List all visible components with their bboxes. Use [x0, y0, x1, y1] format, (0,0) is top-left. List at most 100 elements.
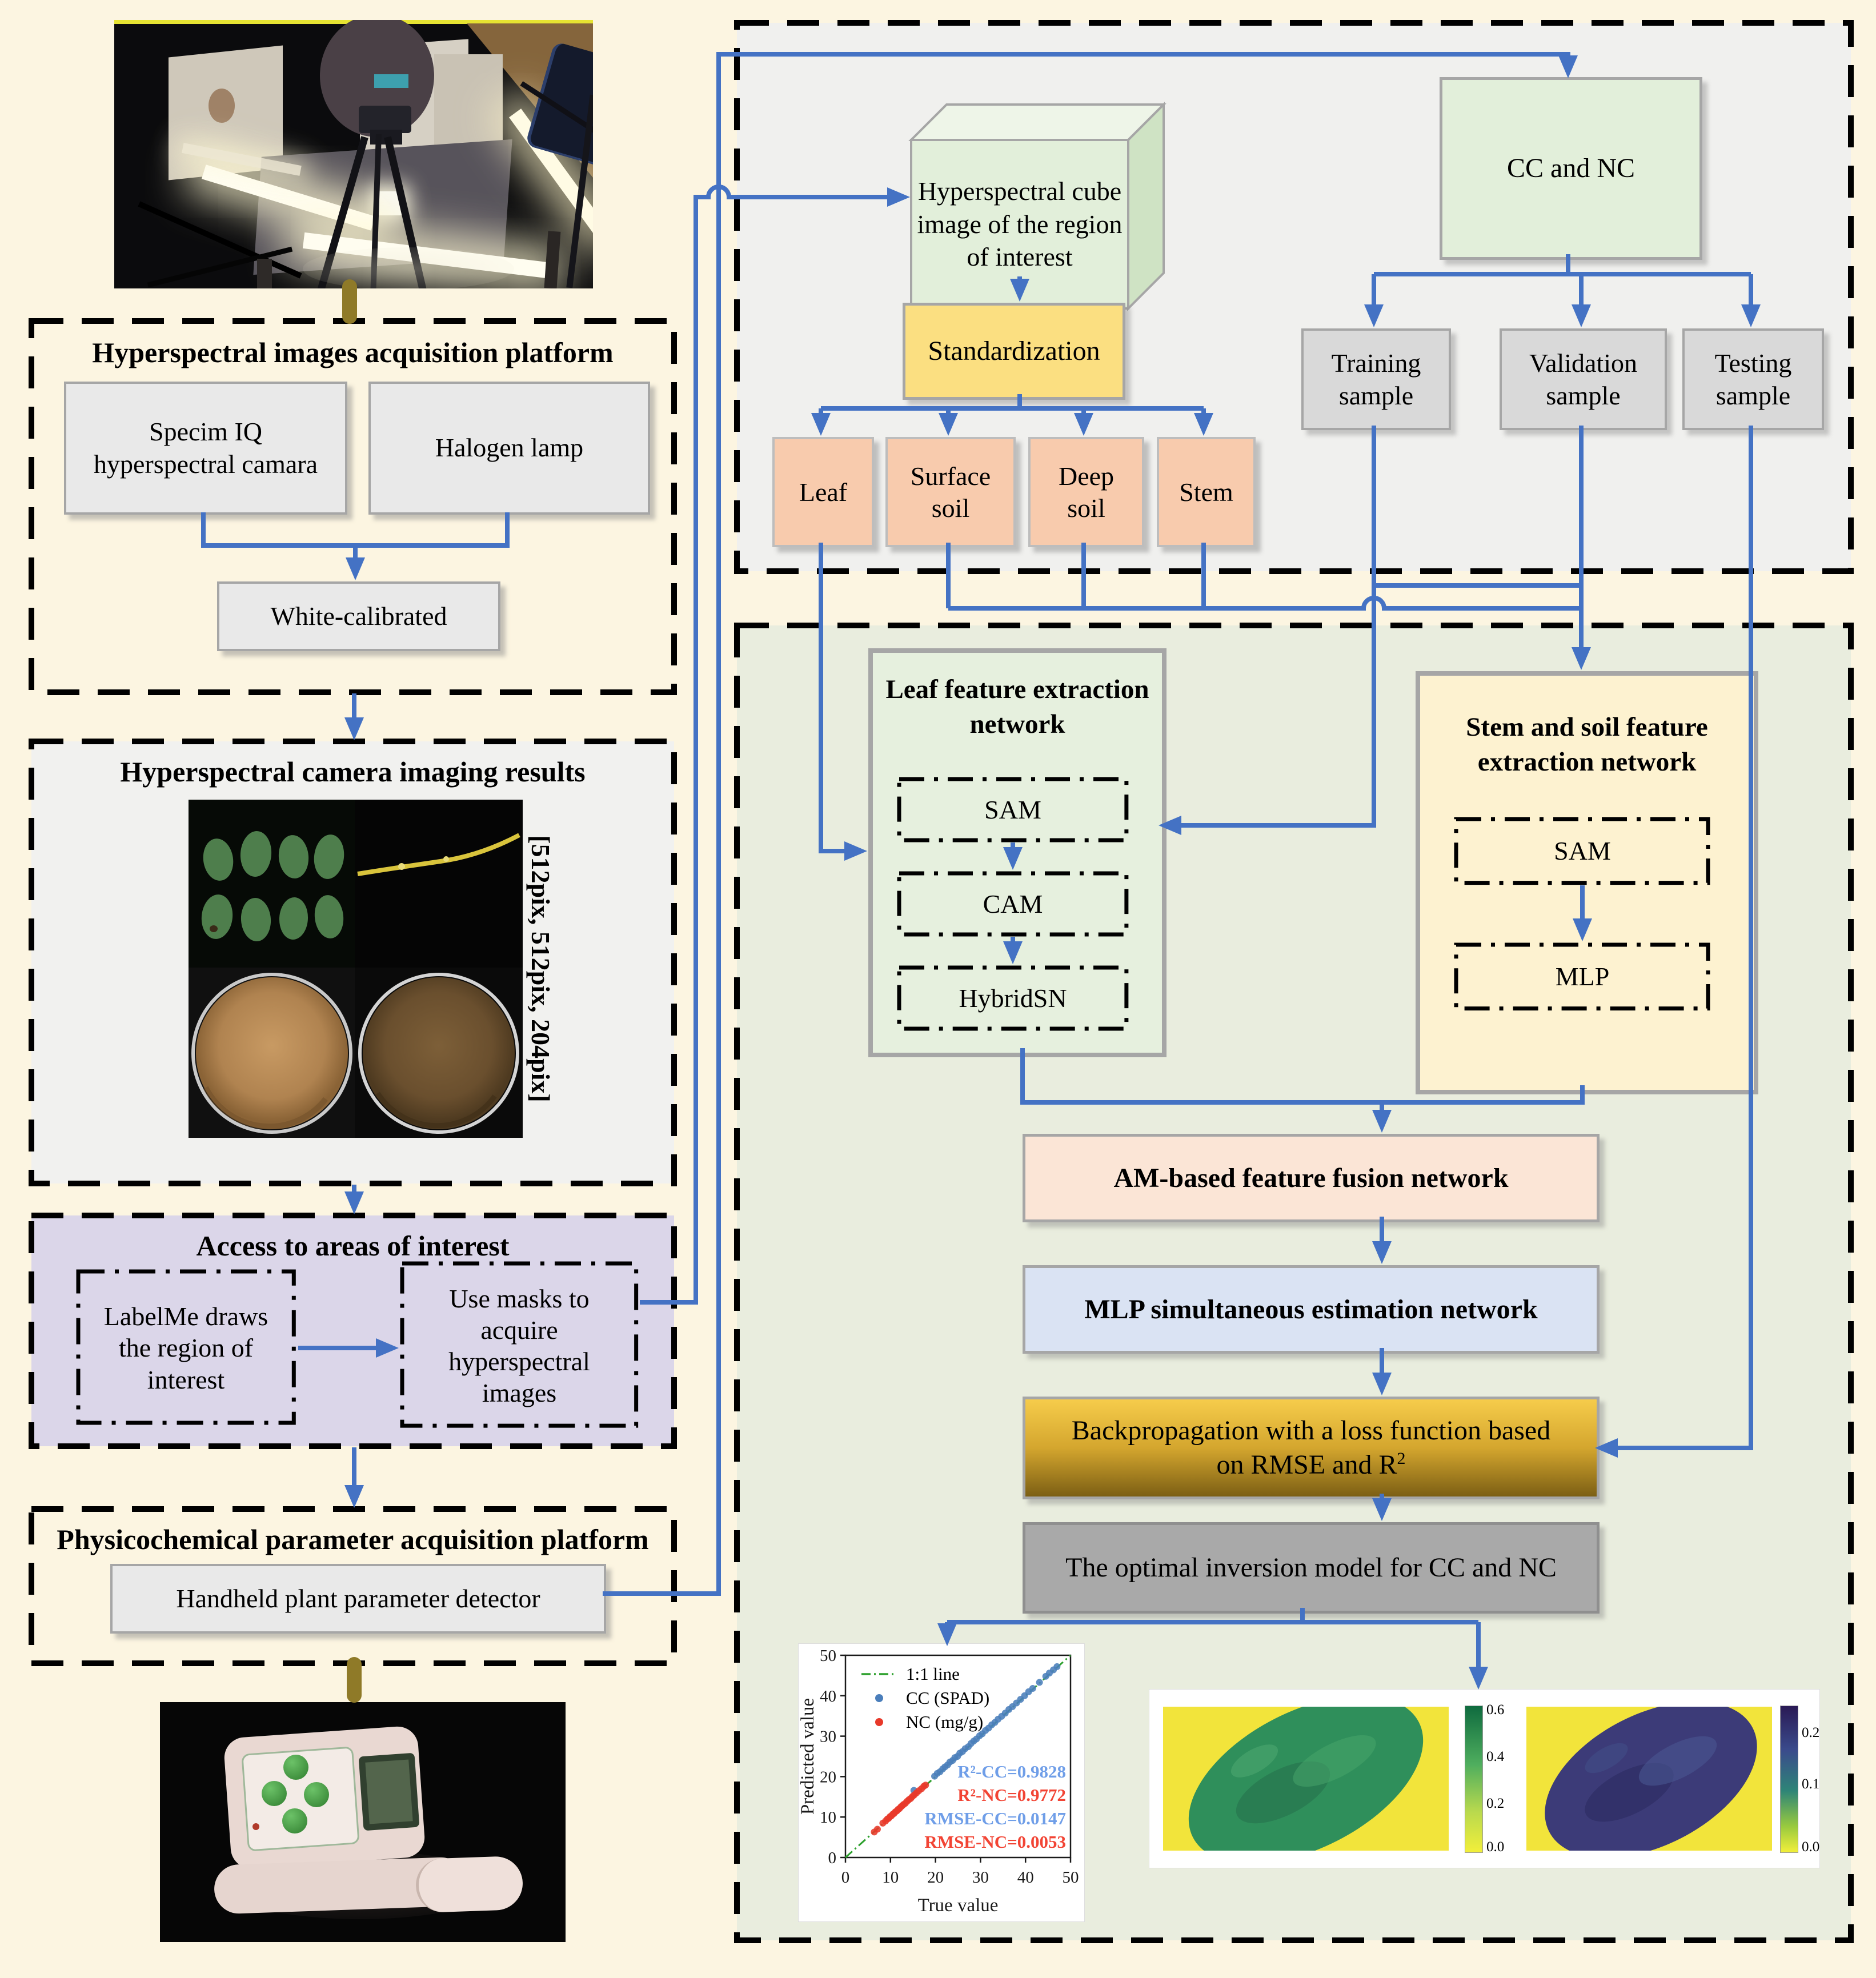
floor-light-patch: [303, 247, 514, 288]
validation-sample-label: Validation sample: [1529, 348, 1638, 411]
class-stem-label: Stem: [1179, 477, 1233, 507]
legend-line-label: 1:1 line: [906, 1664, 960, 1684]
svg-text:40: 40: [1017, 1868, 1034, 1887]
svg-text:0: 0: [828, 1849, 837, 1867]
legend-nc-dot-glyph: [875, 1718, 883, 1726]
optimal-model-box: The optimal inversion model for CC and N…: [1023, 1522, 1600, 1614]
stat-r2-cc: R²-CC=0.9828: [957, 1762, 1066, 1782]
stat-r2-nc: R²-NC=0.9772: [957, 1785, 1066, 1806]
wire-platform-merge: [201, 512, 510, 548]
svg-text:50: 50: [820, 1647, 836, 1665]
standardization-box: Standardization: [903, 303, 1125, 400]
svg-text:Predicted value: Predicted value: [799, 1698, 818, 1815]
legend-dashdot-glyph: [861, 1673, 897, 1675]
backprop-label: Backpropagation with a loss function bas…: [1072, 1414, 1550, 1482]
imaging-section-title: Hyperspectral camera imaging results: [120, 756, 586, 788]
svg-text:30: 30: [972, 1868, 989, 1887]
image-dimensions-label: [512pix, 512pix, 204pix]: [526, 835, 555, 1102]
cyan-strip: [374, 74, 408, 88]
specim-camera-box: Specim IQ hyperspectral camara: [64, 382, 347, 515]
nc-colorbar-tick-02: 0.2: [1802, 1725, 1820, 1740]
stem-net-mlp-label: MLP: [1555, 962, 1610, 992]
hyperspectral-camera-body: [359, 106, 411, 133]
validation-sample-box: Validation sample: [1500, 328, 1667, 430]
board-spot: [209, 89, 235, 123]
svg-text:20: 20: [927, 1868, 944, 1887]
scatter-legend: 1:1 line CC (SPAD) NC (mg/g): [861, 1662, 989, 1734]
cc-nc-box: CC and NC: [1440, 77, 1702, 260]
training-sample-box: Training sample: [1301, 328, 1451, 430]
stem-network-title: Stem and soil feature extraction network: [1466, 712, 1708, 777]
svg-text:True value: True value: [918, 1895, 999, 1916]
class-box-deep-soil: Deep soil: [1028, 437, 1144, 547]
deep-soil-tile: [355, 968, 523, 1138]
heatmap-panel: 0.6 0.4 0.2 0.0 0.2 0.1 0.0: [1149, 1690, 1819, 1868]
handheld-detector-label: Handheld plant parameter detector: [176, 1583, 540, 1613]
device-button-down: [282, 1808, 307, 1833]
cube-label: Hyperspectral cube image of the region o…: [917, 176, 1123, 272]
svg-text:20: 20: [820, 1768, 836, 1786]
legend-item-line: 1:1 line: [861, 1662, 989, 1686]
stem-tile: [355, 800, 523, 968]
legend-cc-dot-glyph: [875, 1694, 883, 1702]
leaf-net-hybridsn-label: HybridSN: [959, 983, 1067, 1013]
estimation-label: MLP simultaneous estimation network: [1084, 1294, 1538, 1325]
table-leg-right: [544, 231, 561, 288]
device-handle-cap: [415, 1855, 524, 1913]
cc-colorbar-tick-02: 0.2: [1486, 1796, 1505, 1811]
stat-rmse-cc: RMSE-CC=0.0147: [924, 1808, 1066, 1829]
roi-section-title: Access to areas of interest: [196, 1230, 510, 1262]
device-button-left: [262, 1781, 287, 1806]
class-surface-soil-label: Surface soil: [910, 462, 991, 523]
testing-sample-box: Testing sample: [1682, 328, 1824, 430]
device-button-up: [283, 1755, 308, 1780]
nc-colorbar-tick-00: 0.0: [1802, 1839, 1820, 1855]
svg-text:10: 10: [820, 1808, 836, 1827]
stem-net-mlp-box: MLP: [1454, 942, 1711, 1011]
labelme-label: LabelMe draws the region of interest: [103, 1302, 268, 1394]
labelme-box: LabelMe draws the region of interest: [76, 1269, 296, 1427]
device-indicator-led: [252, 1823, 259, 1830]
svg-text:10: 10: [882, 1868, 899, 1887]
class-box-stem: Stem: [1157, 437, 1256, 547]
lab-setup-photo: [114, 20, 593, 288]
training-sample-label: Training sample: [1331, 348, 1421, 411]
stem-net-sam-box: SAM: [1454, 817, 1711, 885]
handheld-detector-box: Handheld plant parameter detector: [110, 1564, 606, 1634]
leaves-tile: [189, 800, 355, 968]
class-box-surface-soil: Surface soil: [885, 437, 1016, 547]
leaf-net-cam-label: CAM: [983, 889, 1043, 918]
legend-item-nc: NC (mg/g): [861, 1710, 989, 1734]
specim-camera-label: Specim IQ hyperspectral camara: [93, 417, 318, 479]
cc-nc-label: CC and NC: [1506, 153, 1635, 183]
class-leaf-label: Leaf: [799, 477, 848, 507]
cc-colorbar-tick-04: 0.4: [1486, 1749, 1505, 1764]
halogen-lamp-box: Halogen lamp: [368, 382, 650, 515]
scatter-stats: R²-CC=0.9828 R²-NC=0.9772 RMSE-CC=0.0147…: [924, 1760, 1066, 1854]
svg-text:30: 30: [820, 1728, 836, 1746]
white-calibrated-box: White-calibrated: [217, 581, 500, 651]
legend-nc-label: NC (mg/g): [906, 1712, 984, 1732]
legend-cc-label: CC (SPAD): [906, 1688, 990, 1708]
leaf-net-sam-label: SAM: [984, 795, 1041, 824]
cc-colorbar: [1465, 1706, 1483, 1853]
standardization-label: Standardization: [928, 336, 1100, 366]
cc-heatmap-image: [1163, 1707, 1449, 1851]
svg-text:40: 40: [820, 1687, 836, 1706]
handheld-device-photo: [160, 1702, 566, 1942]
use-masks-box: Use masks to acquire hyperspectral image…: [400, 1261, 639, 1430]
physico-section-title: Physicochemical parameter acquisition pl…: [57, 1523, 649, 1555]
class-box-leaf: Leaf: [772, 437, 874, 547]
legend-item-cc: CC (SPAD): [861, 1686, 989, 1710]
device-lcd-screen: [365, 1759, 413, 1824]
leaf-net-sam-box: SAM: [897, 777, 1129, 842]
leaf-net-cam-box: CAM: [897, 871, 1129, 937]
white-calibrated-label: White-calibrated: [270, 601, 447, 631]
platform-section-title: Hyperspectral images acquisition platfor…: [92, 336, 614, 368]
nc-colorbar-tick-01: 0.1: [1802, 1776, 1820, 1792]
leaf-network-title: Leaf feature extraction network: [885, 675, 1149, 740]
leaf-net-hybridsn-box: HybridSN: [897, 965, 1129, 1031]
backprop-line2: on RMSE and R: [1216, 1450, 1397, 1480]
nc-colorbar: [1780, 1706, 1798, 1853]
